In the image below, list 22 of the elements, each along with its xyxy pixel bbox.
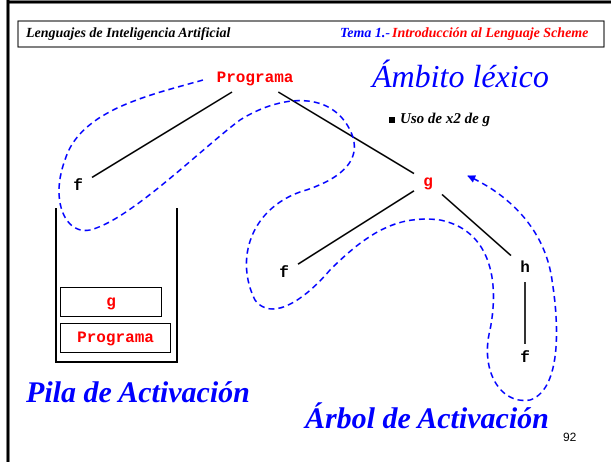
bullet-text: Uso de x2 de g xyxy=(400,111,490,128)
tree-caption: Árbol de Activación xyxy=(305,402,549,436)
heading: Ámbito léxico xyxy=(372,58,549,95)
header-title: Lenguajes de Inteligencia Artificial xyxy=(26,26,230,42)
tree-node-label: g xyxy=(418,172,438,192)
header-topic: Introducción al Lenguaje Scheme xyxy=(392,26,588,42)
header-topic: Tema 1.- xyxy=(340,26,390,42)
dashed-arrow xyxy=(58,79,558,401)
tree-line xyxy=(524,282,526,344)
tree-line xyxy=(92,91,232,178)
stack-caption: Pila de Activación xyxy=(26,376,250,410)
stack-frame-box: g xyxy=(60,287,162,317)
tree-line xyxy=(278,91,414,174)
tree-line xyxy=(441,194,512,256)
tree-node-label: f xyxy=(515,348,535,368)
stack-frame-box: Programa xyxy=(60,323,171,353)
tree-node-label: f xyxy=(274,263,294,283)
tree-node-label: f xyxy=(68,176,88,196)
tree-node-label: h xyxy=(515,258,535,278)
tree-node-label: Programa xyxy=(205,68,305,88)
tree-line xyxy=(298,190,414,265)
page-number: 92 xyxy=(563,430,576,444)
